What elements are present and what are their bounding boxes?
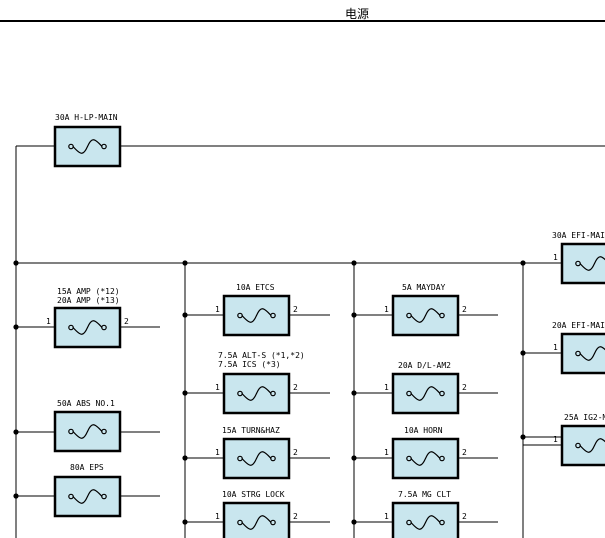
fuse-label: 25A IG2-M xyxy=(564,413,605,422)
fuse-link-icon xyxy=(410,451,441,466)
pin-number: 1 xyxy=(384,448,389,457)
fuse-d-l-am2: 20A D/L-AM2 1 2 xyxy=(354,361,498,415)
pin-number: 1 xyxy=(215,512,220,521)
fuse-ig2-m: 25A IG2-M 1 xyxy=(523,413,605,467)
pin-number: 2 xyxy=(462,512,467,521)
fuse-link-icon xyxy=(241,515,272,530)
fuse-link-icon xyxy=(72,489,103,504)
fuse-link-icon xyxy=(241,308,272,323)
fuse-link-icon xyxy=(579,438,605,453)
page-title: 电源 xyxy=(345,7,369,21)
pin-number: 1 xyxy=(46,317,51,326)
pin-number: 2 xyxy=(462,383,467,392)
junction-dot xyxy=(182,260,188,266)
fuse-label: 20A D/L-AM2 xyxy=(398,361,451,370)
pin-number: 2 xyxy=(293,448,298,457)
fuse-label: 20A EFI-MAIN xyxy=(552,321,605,330)
fuse-label: 80A EPS xyxy=(70,463,104,472)
fuse-box xyxy=(391,372,460,415)
pin-number: 1 xyxy=(553,435,558,444)
fuse-link-icon xyxy=(410,386,441,401)
fuse-link-icon xyxy=(579,256,605,271)
fuse-label: 15A TURN&HAZ xyxy=(222,426,280,435)
fuse-label: 50A ABS NO.1 xyxy=(57,399,115,408)
pin-number: 2 xyxy=(293,383,298,392)
fuse-link-icon xyxy=(241,386,272,401)
fuse-efi-main-2: 20A EFI-MAIN 1 xyxy=(523,321,605,375)
fuse-amp: 15A AMP (*12)20A AMP (*13) 1 2 xyxy=(16,287,160,349)
fuse-link-icon xyxy=(72,139,103,154)
fuse-abs-no1: 50A ABS NO.1 xyxy=(16,399,160,453)
fuse-alt-s-ics: 7.5A ALT-S (*1,*2)7.5A ICS (*3) 1 2 xyxy=(185,351,330,415)
fuse-link-icon xyxy=(72,424,103,439)
fuse-turn-haz: 15A TURN&HAZ 1 2 xyxy=(185,426,330,480)
fuse-link-icon xyxy=(410,515,441,530)
fuse-label: 10A STRG LOCK xyxy=(222,490,285,499)
fuse-label: 10A HORN xyxy=(404,426,443,435)
fuse-link-icon xyxy=(579,346,605,361)
fuse-label: 10A ETCS xyxy=(236,283,275,292)
junction-dot xyxy=(13,260,19,266)
pin-number: 2 xyxy=(462,448,467,457)
pin-number: 2 xyxy=(124,317,129,326)
fuse-link-icon xyxy=(410,308,441,323)
fuse-label: 30A H-LP-MAIN xyxy=(55,113,118,122)
fuse-link-icon xyxy=(72,320,103,335)
fuse-mg-clt: 7.5A MG CLT 1 2 xyxy=(354,490,498,538)
fuse-strg-lock: 10A STRG LOCK 1 2 xyxy=(185,490,330,538)
fuse-mayday: 5A MAYDAY 1 2 xyxy=(354,283,498,337)
fuse-label: 20A AMP (*13) xyxy=(57,296,120,305)
junction-dot xyxy=(520,434,526,440)
fuse-box xyxy=(222,294,291,337)
junction-dot xyxy=(13,429,19,435)
junction-dot xyxy=(520,260,526,266)
fuse-label: 15A AMP (*12) xyxy=(57,287,120,296)
pin-number: 2 xyxy=(293,305,298,314)
pin-number: 1 xyxy=(384,512,389,521)
junction-dot xyxy=(13,324,19,330)
fuse-box xyxy=(560,424,605,467)
junction-dot xyxy=(351,260,357,266)
pin-number: 2 xyxy=(293,512,298,521)
fuse-box xyxy=(222,501,291,538)
fuse-label: 7.5A ICS (*3) xyxy=(218,360,281,369)
fuse-horn: 10A HORN 1 2 xyxy=(354,426,498,480)
fuse-h-lp-main: 30A H-LP-MAIN xyxy=(53,113,122,168)
fuse-label: 7.5A MG CLT xyxy=(398,490,451,499)
fuse-label: 5A MAYDAY xyxy=(402,283,446,292)
fuse-link-icon xyxy=(241,451,272,466)
fuse-box xyxy=(391,501,460,538)
fuse-box xyxy=(560,242,605,285)
fuse-box xyxy=(53,410,122,453)
pin-number: 1 xyxy=(215,305,220,314)
pin-number: 1 xyxy=(384,383,389,392)
junction-dot xyxy=(13,493,19,499)
pin-number: 1 xyxy=(215,448,220,457)
fuse-box xyxy=(560,332,605,375)
pin-number: 2 xyxy=(462,305,467,314)
pin-number: 1 xyxy=(384,305,389,314)
fuse-box xyxy=(222,437,291,480)
pin-number: 1 xyxy=(215,383,220,392)
pin-number: 1 xyxy=(553,343,558,352)
fuse-efi-main-1: 30A EFI-MAIN 1 xyxy=(552,231,605,285)
fuse-box xyxy=(53,306,122,349)
fuse-etcs: 10A ETCS 1 2 xyxy=(185,283,330,337)
pin-number: 1 xyxy=(553,253,558,262)
fuse-eps: 80A EPS xyxy=(16,463,160,518)
fuse-label: 30A EFI-MAIN xyxy=(552,231,605,240)
fuse-label: 7.5A ALT-S (*1,*2) xyxy=(218,351,305,360)
